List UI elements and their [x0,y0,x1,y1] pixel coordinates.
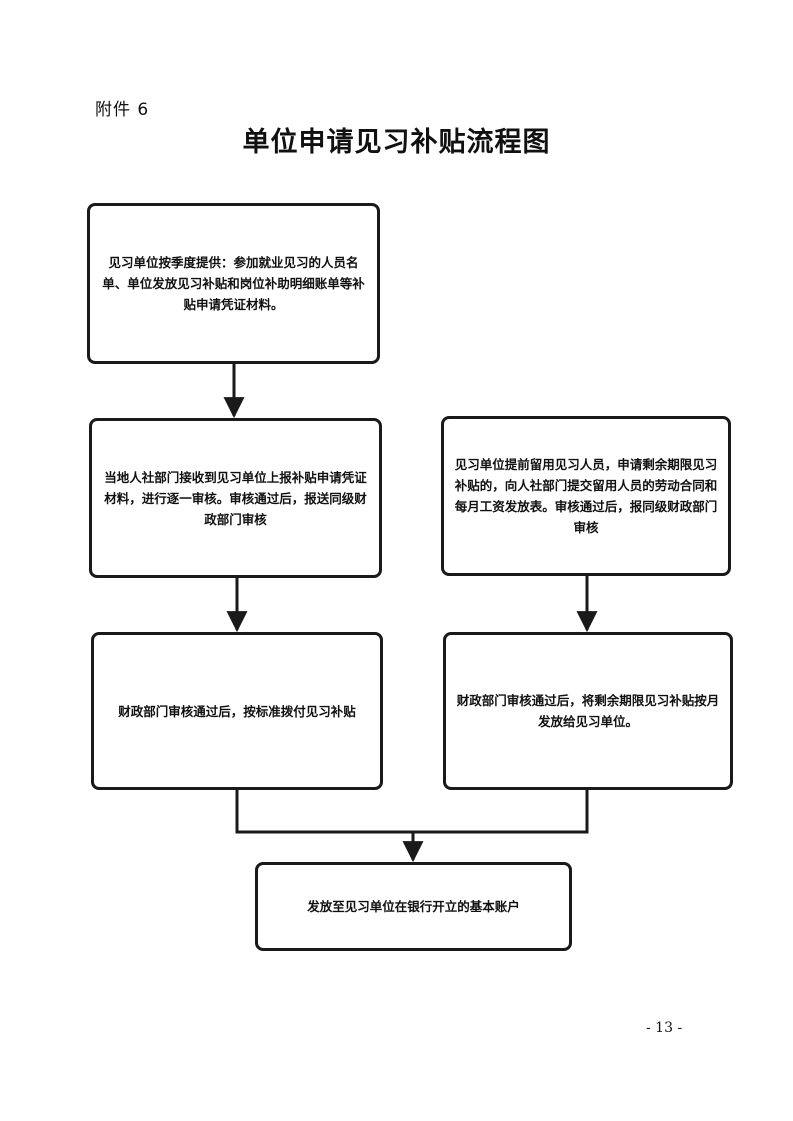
step-early-retention-text: 见习单位提前留用见习人员，申请剩余期限见习补贴的，向人社部门提交留用人员的劳动合… [454,457,718,535]
step-submit-materials-box: 见习单位按季度提供：参加就业见习的人员名单、单位发放见习补贴和岗位补助明细账单等… [87,203,380,364]
step-submit-materials-text: 见习单位按季度提供：参加就业见习的人员名单、单位发放见习补贴和岗位补助明细账单等… [102,255,365,312]
step-bank-account-text: 发放至见习单位在银行开立的基本账户 [307,899,520,914]
page-number: - 13 - [646,1020,683,1036]
step-finance-monthly-text: 财政部门审核通过后，将剩余期限见习补贴按月发放给见习单位。 [456,693,720,729]
step-finance-monthly-box: 财政部门审核通过后，将剩余期限见习补贴按月发放给见习单位。 [443,632,733,790]
step-finance-disburse-box: 财政部门审核通过后，按标准拨付见习补贴 [91,632,383,790]
merge-line [235,790,589,834]
step-early-retention-box: 见习单位提前留用见习人员，申请剩余期限见习补贴的，向人社部门提交留用人员的劳动合… [441,416,731,576]
step-hrss-review-text: 当地人社部门接收到见习单位上报补贴申请凭证材料，进行逐一审核。审核通过后，报送同… [104,469,367,527]
step-finance-disburse-text: 财政部门审核通过后，按标准拨付见习补贴 [118,703,356,719]
step-hrss-review-box: 当地人社部门接收到见习单位上报补贴申请凭证材料，进行逐一审核。审核通过后，报送同… [89,418,382,578]
attachment-label: 附件 6 [95,100,150,120]
step-bank-account-box: 发放至见习单位在银行开立的基本账户 [255,862,572,951]
page-title: 单位申请见习补贴流程图 [242,127,551,158]
